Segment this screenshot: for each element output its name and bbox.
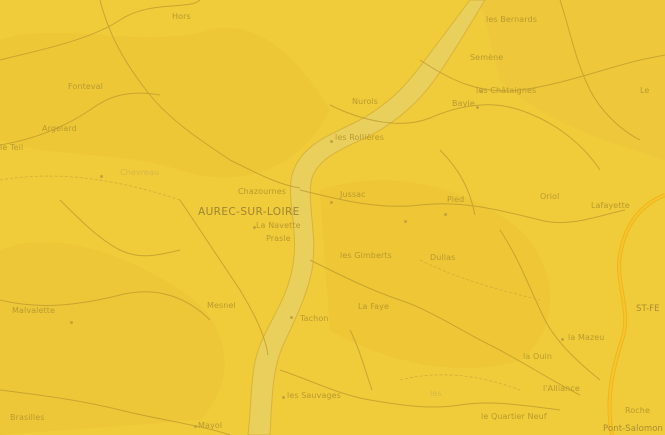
place-label: Malvalette bbox=[12, 306, 56, 315]
locality-dot bbox=[330, 140, 333, 143]
place-label: le Teil bbox=[0, 143, 24, 152]
place-label: Nurols bbox=[352, 97, 379, 106]
relief-shade bbox=[0, 242, 225, 435]
place-label: La Navette bbox=[256, 221, 301, 230]
place-label: La Faye bbox=[358, 302, 390, 311]
place-label: Roche bbox=[625, 406, 650, 415]
locality-dot bbox=[282, 396, 285, 399]
place-label: Le bbox=[640, 86, 650, 95]
place-label: les Sauvages bbox=[287, 391, 341, 400]
place-label: Hors bbox=[172, 12, 191, 21]
place-label: le Quartier Neuf bbox=[481, 412, 547, 421]
place-label: Lafayette bbox=[591, 201, 630, 210]
locality-dot bbox=[290, 316, 293, 319]
relief-shade bbox=[480, 0, 665, 160]
place-label: ST-FE bbox=[636, 304, 660, 314]
place-label: les Rollières bbox=[335, 133, 385, 142]
place-label: Chazournes bbox=[238, 187, 287, 196]
place-label: Oriol bbox=[540, 192, 560, 201]
relief-shade bbox=[0, 27, 330, 178]
place-label: les Bernards bbox=[486, 15, 537, 24]
locality-dot bbox=[194, 425, 197, 428]
locality-dot bbox=[480, 90, 483, 93]
place-label: AUREC-SUR-LOIRE bbox=[198, 206, 300, 218]
place-label: Mayol bbox=[198, 421, 223, 430]
place-label: Pont-Salomon bbox=[603, 424, 664, 434]
place-label: les Châtaignes bbox=[476, 86, 537, 95]
locality-dot bbox=[70, 321, 73, 324]
locality-dot bbox=[404, 220, 407, 223]
place-label: Brasilles bbox=[10, 413, 45, 422]
locality-dot bbox=[476, 106, 479, 109]
place-label: Pied bbox=[447, 195, 465, 204]
place-label: l'Alliance bbox=[543, 384, 580, 393]
relief-shade bbox=[320, 180, 550, 369]
place-label: Fonteval bbox=[68, 82, 103, 91]
place-label: Bayle bbox=[452, 99, 475, 108]
boundary-lines bbox=[0, 175, 541, 391]
place-label: Mesnel bbox=[207, 301, 236, 310]
place-label: Tachon bbox=[300, 314, 329, 323]
locality-dot bbox=[330, 201, 333, 204]
place-label: Semène bbox=[470, 53, 504, 62]
place-label: les Gimberts bbox=[340, 251, 392, 260]
locality-dot bbox=[561, 338, 564, 341]
place-label: Argelard bbox=[42, 124, 77, 133]
place-label: la Ouin bbox=[523, 352, 553, 361]
place-label: Jussac bbox=[340, 190, 366, 199]
place-label: Chevreau bbox=[120, 168, 160, 177]
place-label: la Mazeu bbox=[568, 333, 605, 342]
place-label: Prasle bbox=[266, 234, 291, 243]
locality-dot bbox=[100, 175, 103, 178]
locality-dot bbox=[253, 226, 256, 229]
place-label: Dullas bbox=[430, 253, 456, 262]
locality-dot bbox=[444, 213, 447, 216]
main-road bbox=[608, 194, 665, 435]
place-label: les bbox=[430, 389, 442, 398]
